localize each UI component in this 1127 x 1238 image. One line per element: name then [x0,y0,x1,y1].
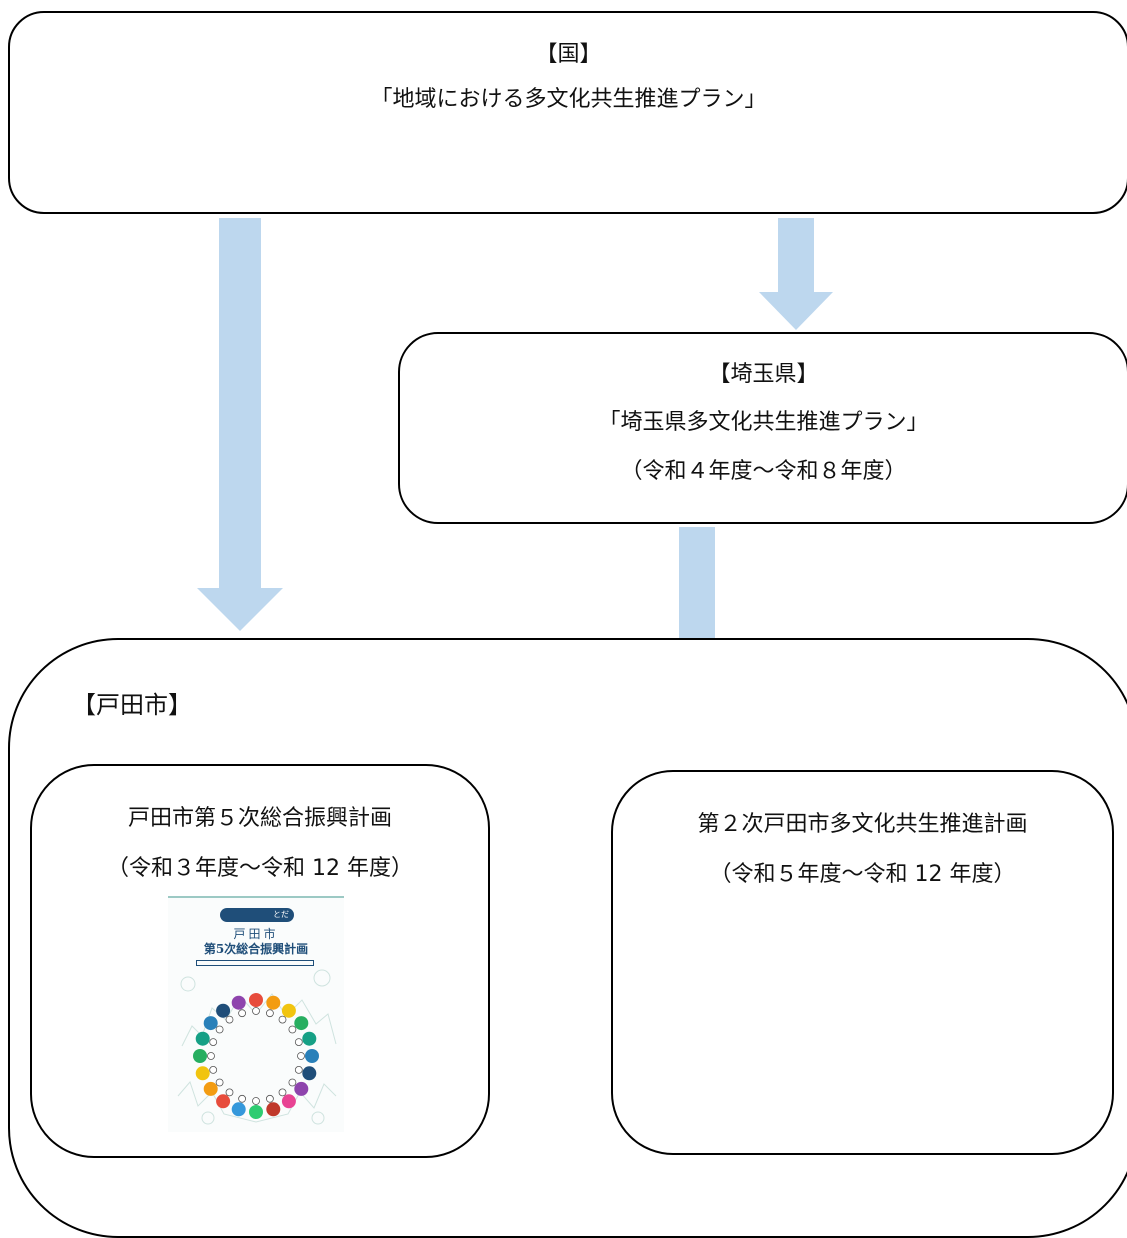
person-head [294,1038,303,1047]
person-figure [266,1102,281,1117]
person-figure [302,1066,317,1081]
person-figure [193,1049,207,1063]
person-figure [305,1049,319,1063]
person-head [252,1097,260,1105]
person-head [288,1078,297,1087]
person-head [207,1052,215,1060]
person-figure [302,1031,317,1046]
person-head [215,1078,224,1087]
multicultural-plan-box: 第２次戸田市多文化共生推進計画 （令和５年度～令和 12 年度） [611,770,1114,1155]
national-heading: 【国】 [535,42,602,67]
person-figure [294,1081,309,1096]
prefecture-plan-title: 「埼玉県多文化共生推進プラン」 [598,410,929,435]
person-head [297,1052,305,1060]
person-head [266,1009,274,1018]
person-head [278,1088,287,1097]
general-plan-title: 戸田市第５次総合振興計画 [127,806,392,831]
person-head [288,1025,297,1034]
person-head [225,1015,234,1024]
cover-banner: とだ [220,908,294,922]
person-figure [195,1031,210,1046]
person-figure [294,1016,309,1031]
person-figure [249,1105,263,1119]
person-figure [266,995,281,1010]
national-plan-title: 「地域における多文化共生推進プラン」 [370,87,767,112]
person-figure [231,995,246,1010]
cover-period-strip [196,960,314,966]
person-figure [216,1094,231,1109]
person-head [278,1015,287,1024]
general-plan-cover-image: とだ 戸田市 第5次総合振興計画 [168,896,344,1132]
multicultural-plan-period: （令和５年度～令和 12 年度） [709,862,1016,887]
prefecture-box: 【埼玉県】 「埼玉県多文化共生推進プラン」 （令和４年度～令和８年度） [398,332,1127,524]
person-head [209,1065,218,1074]
person-figure [249,993,263,1007]
person-head [238,1094,246,1103]
person-figure [281,1094,296,1109]
multicultural-plan-title: 第２次戸田市多文化共生推進計画 [697,812,1028,837]
person-head [215,1025,224,1034]
person-head [252,1007,260,1015]
person-figure [231,1102,246,1117]
cover-title-line2: 第5次総合振興計画 [203,942,309,956]
general-plan-period: （令和３年度～令和 12 年度） [107,856,413,881]
prefecture-plan-period: （令和４年度～令和８年度） [620,459,907,484]
arrow-national-to-city [197,218,283,631]
person-figure [195,1066,210,1081]
national-box: 【国】 「地域における多文化共生推進プラン」 [8,11,1127,214]
person-figure [203,1081,218,1096]
person-figure [216,1003,231,1018]
person-figure [203,1016,218,1031]
prefecture-heading: 【埼玉県】 [708,362,819,387]
person-head [294,1065,303,1074]
cover-title-line1: 戸田市 [233,927,279,941]
person-head [266,1094,274,1103]
cover-banner-text: とだ [273,910,289,919]
person-head [225,1088,234,1097]
arrow-national-to-prefecture [759,218,833,330]
people-figures [193,993,319,1119]
cover-people-ring [177,969,337,1125]
person-figure [281,1003,296,1018]
city-heading: 【戸田市】 [72,691,192,719]
cover-rule [168,896,344,898]
person-head [238,1009,246,1018]
person-head [209,1038,218,1047]
